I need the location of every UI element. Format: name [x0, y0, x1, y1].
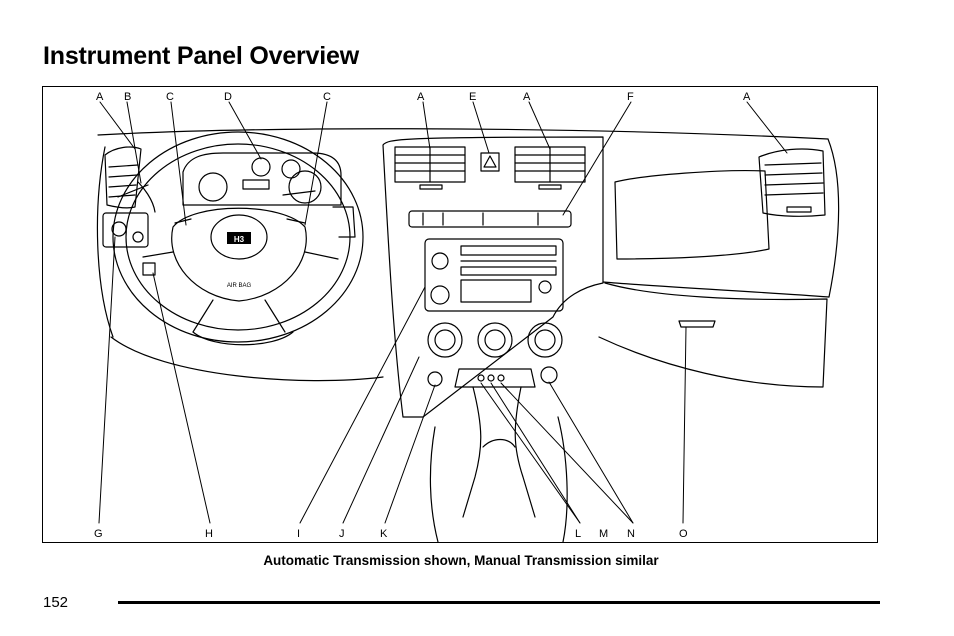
instrument-cluster	[182, 152, 342, 206]
footer-rule	[118, 601, 880, 604]
center-right-vent	[514, 146, 586, 190]
steering-wheel-badge-text: H3	[234, 235, 245, 244]
hazard-button	[480, 152, 500, 172]
callout-c: C	[323, 91, 331, 103]
glove-box	[598, 282, 828, 388]
dash-lower-contour	[602, 281, 830, 298]
callout-i: I	[297, 528, 300, 540]
left-door-edge	[96, 146, 114, 338]
callout-k: K	[380, 528, 388, 540]
bottom-callout-letters: G H I J K L M N O	[94, 528, 688, 540]
callout-o: O	[679, 528, 688, 540]
center-left-vent	[394, 146, 466, 190]
callout-g: G	[94, 528, 103, 540]
audio-system	[424, 238, 564, 312]
top-callout-letters: A B C D C A E A F A	[96, 91, 751, 103]
shift-console	[429, 368, 568, 542]
instrument-panel-drawing: H3 AIR BAG A B C D C A E A F A G H I J K…	[94, 91, 840, 542]
lower-right-switch	[540, 366, 558, 384]
instrument-panel-figure: H3 AIR BAG A B C D C A E A F A G H I J K…	[42, 86, 878, 543]
climate-controls	[427, 322, 563, 358]
callout-d: D	[224, 91, 232, 103]
left-switch-cluster	[102, 181, 156, 276]
air-bag-label: AIR BAG	[227, 283, 252, 289]
center-stack	[382, 136, 604, 418]
callout-a: A	[96, 91, 104, 103]
lower-left-switch	[427, 371, 443, 387]
page-title: Instrument Panel Overview	[43, 42, 359, 70]
callout-m: M	[599, 528, 608, 540]
callout-b: B	[124, 91, 131, 103]
callout-e: E	[469, 91, 476, 103]
figure-caption: Automatic Transmission shown, Manual Tra…	[263, 553, 659, 568]
passenger-display-area	[614, 170, 770, 260]
callout-a: A	[743, 91, 751, 103]
callout-n: N	[627, 528, 635, 540]
callout-a: A	[523, 91, 531, 103]
steering-wheel	[112, 131, 364, 343]
page-number: 152	[43, 594, 69, 611]
callout-leader-lines	[98, 101, 788, 524]
left-air-vent	[104, 146, 142, 209]
left-knee-panel	[110, 336, 384, 382]
callout-h: H	[205, 528, 213, 540]
callout-c: C	[166, 91, 174, 103]
dash-top-contour	[97, 128, 829, 140]
callout-f: F	[627, 91, 634, 103]
dash-right-edge	[827, 138, 840, 298]
callout-j: J	[339, 528, 345, 540]
storage-slot	[408, 210, 572, 228]
callout-a: A	[417, 91, 425, 103]
callout-l: L	[575, 528, 581, 540]
steering-column-cover	[192, 331, 294, 346]
right-air-vent	[758, 148, 826, 217]
steering-wheel-badge	[227, 232, 251, 244]
